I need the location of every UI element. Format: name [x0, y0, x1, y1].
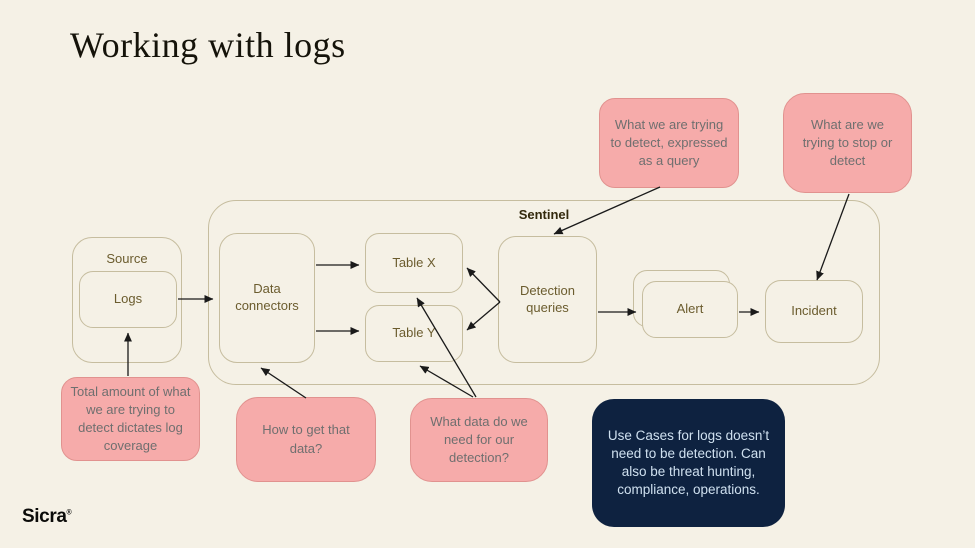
node-table-x-label: Table X: [392, 254, 436, 270]
node-data-connectors-label: Data connectors: [235, 281, 299, 313]
callout-detect-query-label: What we are trying to detect, expressed …: [610, 116, 728, 169]
node-table-x: Table X: [365, 233, 463, 293]
logo-trademark: ®: [66, 509, 72, 517]
node-logs: Logs: [79, 271, 177, 328]
callout-stop-or-detect: What are we trying to stop or detect: [783, 93, 912, 193]
node-incident: Incident: [765, 280, 863, 343]
node-alert-label: Alert: [676, 301, 704, 317]
callout-what-data-label: What data do we need for our detection?: [430, 413, 528, 466]
callout-what-data: What data do we need for our detection?: [410, 398, 548, 482]
sicra-logo: Sicra®: [22, 506, 72, 528]
callout-stop-or-detect-label: What are we trying to stop or detect: [802, 116, 893, 169]
node-table-y: Table Y: [365, 305, 463, 362]
use-cases-note: Use Cases for logs doesn’t need to be de…: [592, 399, 785, 527]
callout-detect-query: What we are trying to detect, expressed …: [599, 98, 739, 188]
slide-title: Working with logs: [70, 25, 346, 65]
sentinel-label: Sentinel: [518, 207, 570, 222]
node-data-connectors: Data connectors: [219, 233, 315, 363]
callout-total-amount-label: Total amount of what we are trying to de…: [70, 383, 191, 454]
callout-how-to-get-label: How to get that data?: [262, 422, 350, 456]
node-alert: Alert: [642, 281, 738, 338]
node-detection-queries-label: Detection queries: [520, 282, 575, 315]
use-cases-note-label: Use Cases for logs doesn’t need to be de…: [607, 428, 770, 497]
node-logs-label: Logs: [113, 291, 143, 307]
node-incident-label: Incident: [791, 303, 837, 319]
node-table-y-label: Table Y: [392, 325, 436, 341]
sicra-logo-text: Sicra: [22, 506, 67, 527]
node-detection-queries: Detection queries: [498, 236, 597, 363]
source-group-box: Source: [72, 237, 182, 363]
callout-total-amount: Total amount of what we are trying to de…: [61, 377, 200, 461]
callout-how-to-get: How to get that data?: [236, 397, 376, 482]
source-group-label: Source: [106, 251, 148, 266]
